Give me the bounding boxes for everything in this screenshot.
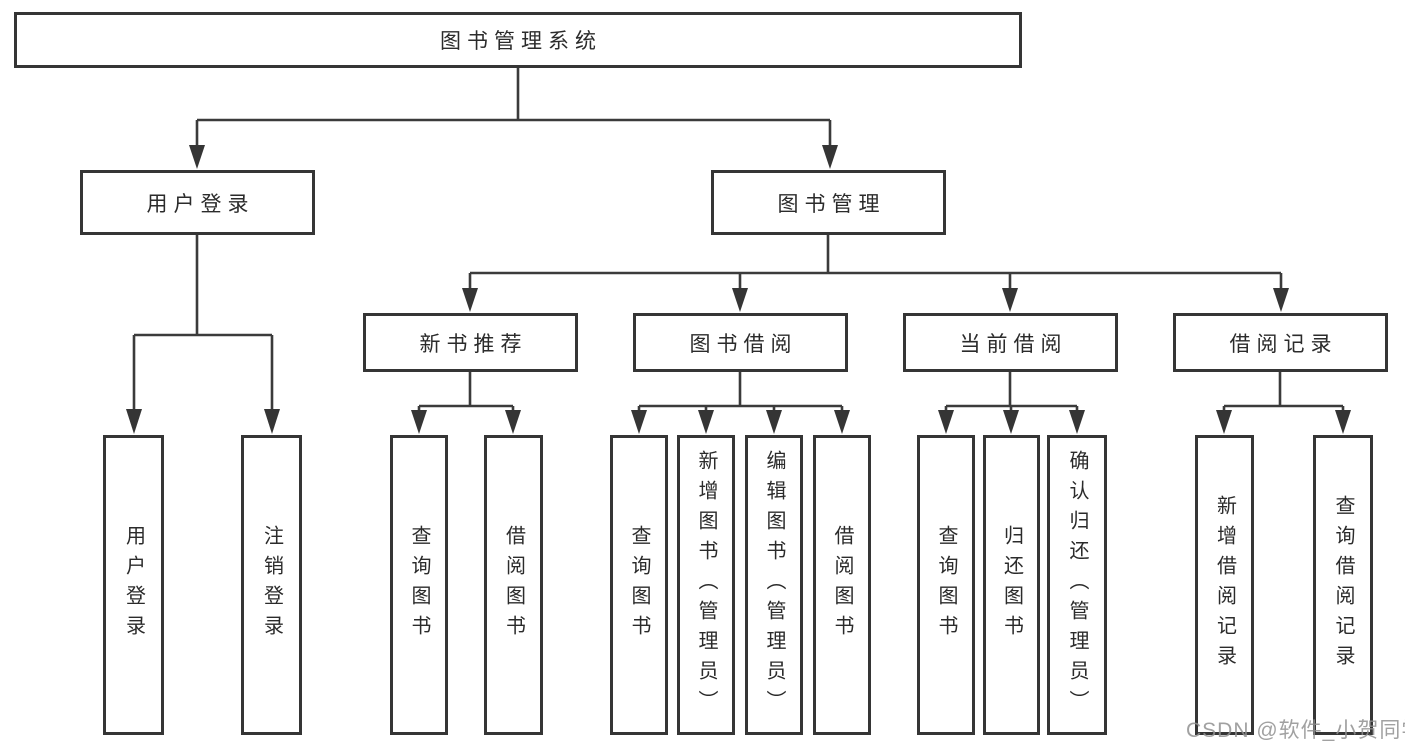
leaf-edit-book-admin-label: 编辑图书（管理员） — [763, 450, 785, 720]
leaf-query-books-current-label: 查询图书 — [935, 525, 957, 645]
leaf-return-book: 归还图书 — [983, 435, 1040, 735]
leaf-confirm-return-admin: 确认归还（管理员） — [1047, 435, 1107, 735]
node-user-login: 用户登录 — [80, 170, 315, 235]
leaf-logout: 注销登录 — [241, 435, 302, 735]
leaf-add-borrow-record: 新增借阅记录 — [1195, 435, 1254, 735]
leaf-logout-label: 注销登录 — [260, 525, 283, 645]
leaf-confirm-return-admin-label: 确认归还（管理员） — [1066, 450, 1088, 720]
leaf-query-books-recommend: 查询图书 — [390, 435, 448, 735]
leaf-borrow-books: 借阅图书 — [813, 435, 871, 735]
leaf-query-borrow-record: 查询借阅记录 — [1313, 435, 1373, 735]
leaf-add-borrow-record-label: 新增借阅记录 — [1213, 495, 1236, 675]
leaf-query-borrow-record-label: 查询借阅记录 — [1332, 495, 1354, 675]
leaf-query-books-recommend-label: 查询图书 — [408, 525, 430, 645]
leaf-query-books-current: 查询图书 — [917, 435, 975, 735]
node-borrow-records: 借阅记录 — [1173, 313, 1388, 372]
leaf-query-books-borrow-label: 查询图书 — [628, 525, 650, 645]
leaf-borrow-books-recommend-label: 借阅图书 — [502, 525, 525, 645]
node-book-borrow: 图书借阅 — [633, 313, 848, 372]
leaf-query-books-borrow: 查询图书 — [610, 435, 668, 735]
leaf-edit-book-admin: 编辑图书（管理员） — [745, 435, 803, 735]
node-new-book-recommend: 新书推荐 — [363, 313, 578, 372]
csdn-watermark: CSDN @软件_小贺同学 — [1186, 719, 1405, 742]
leaf-borrow-books-label: 借阅图书 — [831, 525, 853, 645]
node-library-management-system: 图书管理系统 — [14, 12, 1022, 68]
leaf-user-login-label: 用户登录 — [122, 525, 145, 645]
arrowheads — [126, 145, 1351, 434]
node-current-borrow: 当前借阅 — [903, 313, 1118, 372]
leaf-borrow-books-recommend: 借阅图书 — [484, 435, 543, 735]
node-book-management: 图书管理 — [711, 170, 946, 235]
leaf-return-book-label: 归还图书 — [1000, 525, 1023, 645]
leaf-user-login: 用户登录 — [103, 435, 164, 735]
leaf-add-book-admin-label: 新增图书（管理员） — [695, 450, 717, 720]
leaf-add-book-admin: 新增图书（管理员） — [677, 435, 735, 735]
